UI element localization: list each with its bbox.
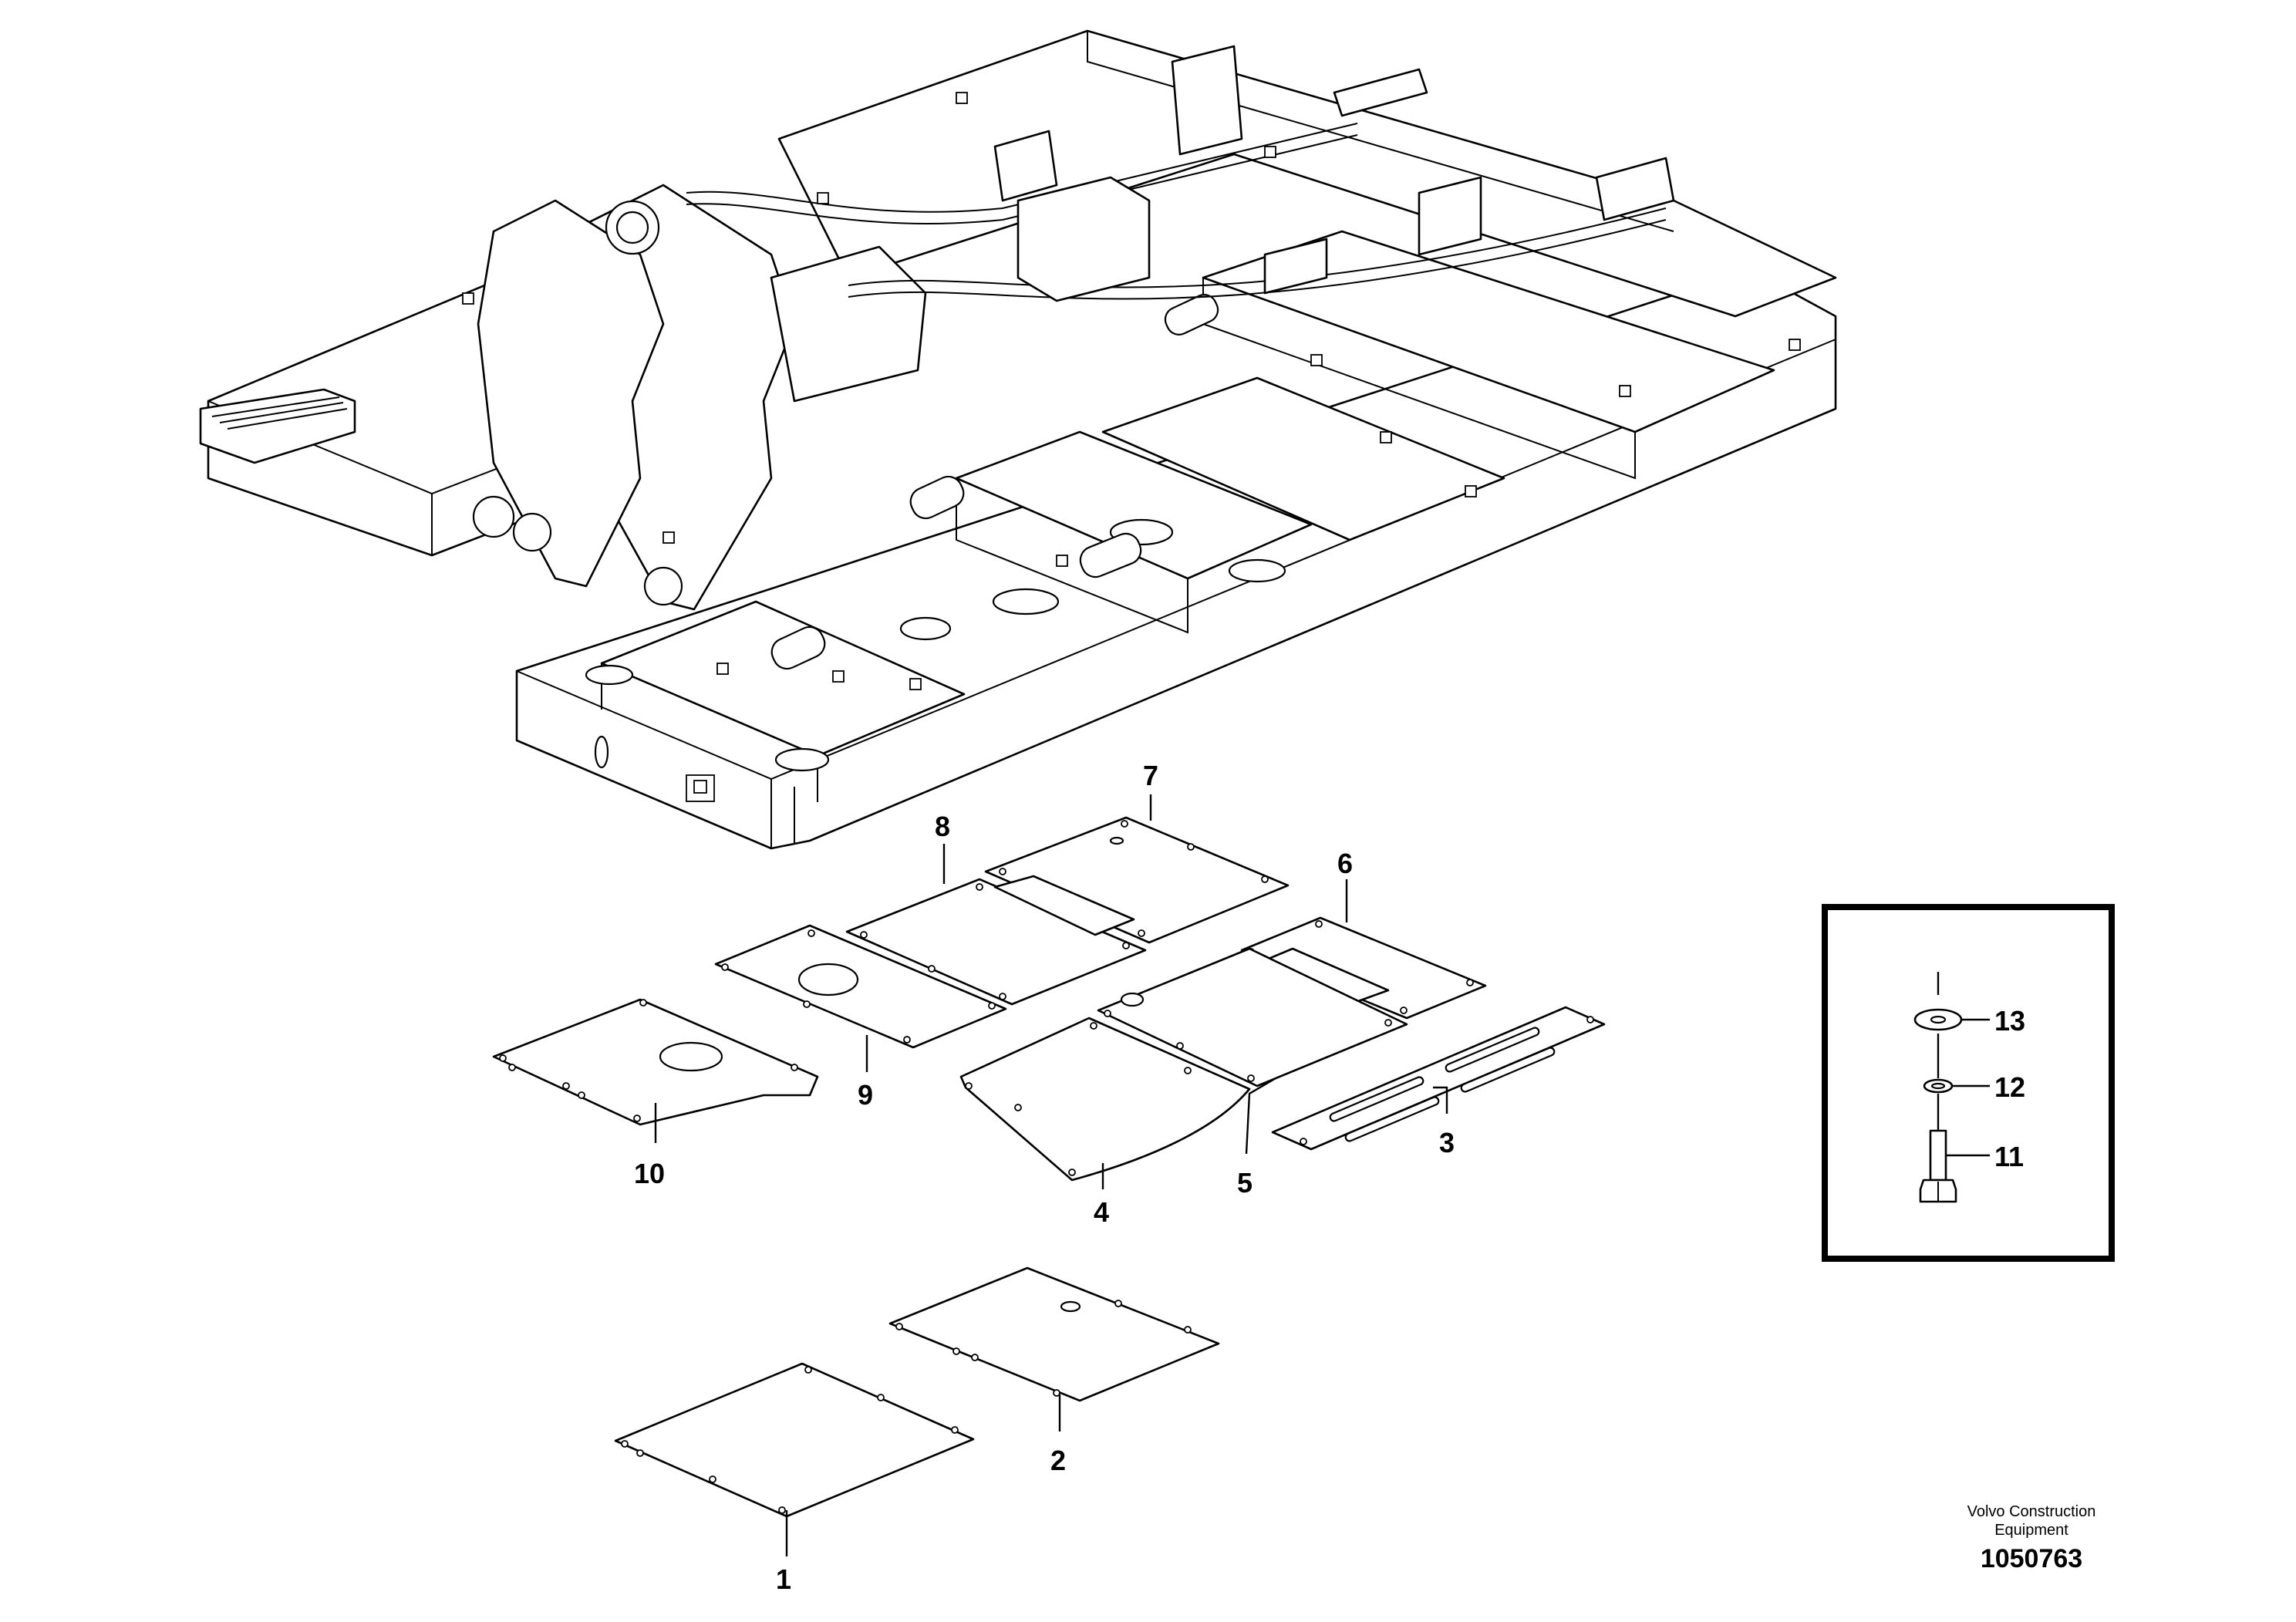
part-5-cover-plate (1097, 947, 1408, 1088)
callout-11: 11 (1994, 1141, 2024, 1172)
hex-bolt-icon (1919, 1129, 1957, 1203)
part-10-cover-plate (492, 998, 819, 1126)
callout-1: 1 (776, 1563, 791, 1595)
lock-washer-icon (1923, 1078, 1954, 1094)
part-3-slotted-plate (1271, 1006, 1606, 1151)
callout-13: 13 (1994, 1005, 2025, 1037)
callout-8: 8 (935, 811, 950, 842)
part-1-cover-plate (614, 1362, 975, 1518)
upper-frame-illustration (199, 29, 1837, 850)
callout-5: 5 (1237, 1167, 1253, 1199)
washer-icon (1913, 1008, 1963, 1031)
part-2-cover-plate (888, 1266, 1220, 1402)
callout-2: 2 (1050, 1445, 1066, 1476)
callout-7: 7 (1143, 760, 1158, 791)
fastener-detail-box: 13 12 11 (1822, 904, 2115, 1262)
part-4-cover-plate (959, 1017, 1251, 1182)
part-8-cover-plate (845, 875, 1147, 1006)
drawing-number: 1050763 (1981, 1544, 2082, 1573)
callout-6: 6 (1337, 848, 1353, 879)
leader-lines (654, 794, 1448, 1556)
callout-10: 10 (634, 1158, 665, 1189)
publisher-name: Volvo Construction (1967, 1503, 2096, 1520)
callout-12: 12 (1994, 1071, 2025, 1103)
callout-4: 4 (1094, 1196, 1109, 1228)
publisher-name-line-2: Equipment (1994, 1522, 2068, 1539)
publisher-credit: Volvo Construction Equipment 1050763 (1967, 1503, 2096, 1573)
part-9-cover-plate (714, 924, 1007, 1049)
callout-labels: 1 2 3 4 5 6 7 8 9 10 (634, 760, 1455, 1595)
callout-9: 9 (858, 1079, 873, 1111)
callout-3: 3 (1439, 1127, 1455, 1158)
